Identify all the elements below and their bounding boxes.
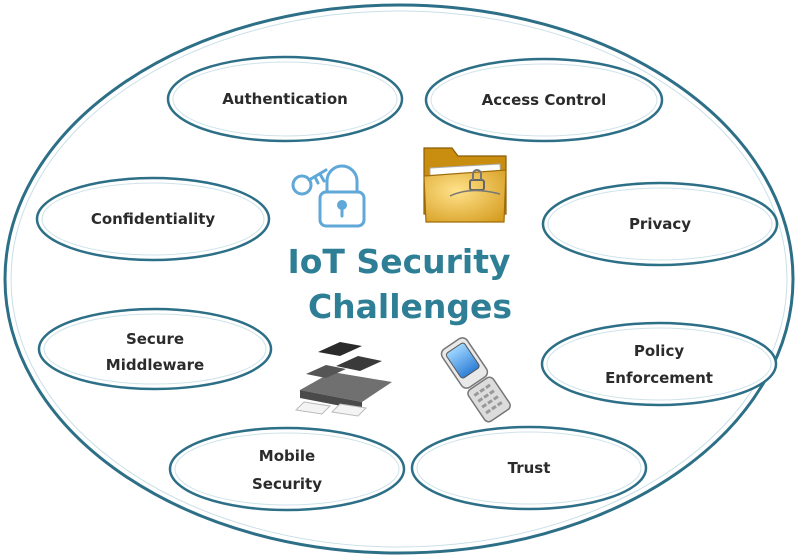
node-policy-enforcement-label-2: Enforcement xyxy=(605,369,713,387)
node-confidentiality: Confidentiality xyxy=(35,176,271,262)
node-mobile-security-label-1: Mobile xyxy=(259,447,315,465)
node-trust-label: Trust xyxy=(508,459,551,477)
node-authentication-label: Authentication xyxy=(222,90,348,108)
node-policy-enforcement: Policy Enforcement xyxy=(540,321,778,407)
node-secure-middleware-label-2: Middleware xyxy=(106,356,204,374)
node-confidentiality-label: Confidentiality xyxy=(91,210,216,228)
node-access-control: Access Control xyxy=(424,57,664,143)
title-line-2: Challenges xyxy=(308,287,512,326)
server-blocks-icon xyxy=(294,342,392,417)
flip-phone-icon xyxy=(440,337,511,423)
outer-ellipse xyxy=(3,3,795,555)
node-secure-middleware-label-1: Secure xyxy=(126,330,184,348)
node-access-control-label: Access Control xyxy=(482,91,607,109)
node-secure-middleware: Secure Middleware xyxy=(37,307,273,391)
locked-folder-icon xyxy=(423,147,507,223)
node-authentication: Authentication xyxy=(166,55,404,143)
title-line-1: IoT Security xyxy=(287,242,510,281)
node-mobile-security: Mobile Security xyxy=(168,426,406,512)
node-policy-enforcement-label-1: Policy xyxy=(634,342,684,360)
node-mobile-security-label-2: Security xyxy=(252,475,322,493)
node-privacy-label: Privacy xyxy=(629,215,691,233)
node-trust: Trust xyxy=(410,425,648,511)
node-privacy: Privacy xyxy=(541,181,779,267)
center-title: IoT Security Challenges xyxy=(287,242,512,326)
key-lock-icon xyxy=(291,164,366,228)
